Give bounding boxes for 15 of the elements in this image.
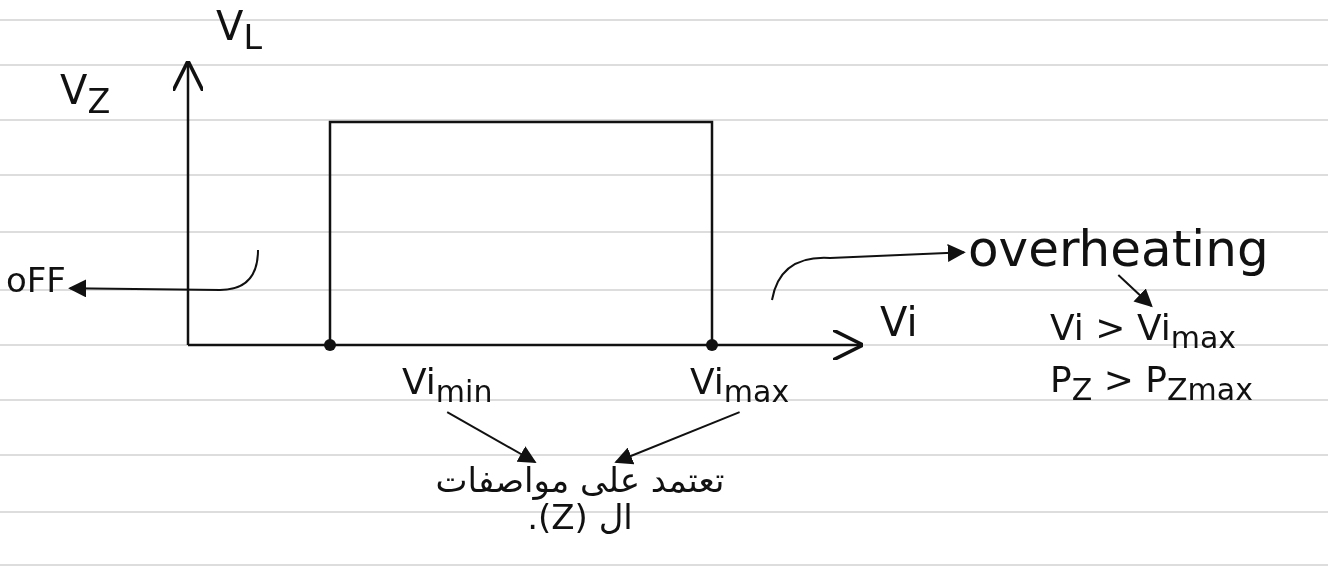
axis-label: V$_{Z}$ xyxy=(60,68,111,121)
arrow xyxy=(68,249,259,298)
inequality-text: Vi > Vi$_{max}$ xyxy=(1050,308,1238,355)
state-label: oFF xyxy=(6,262,66,300)
arrow xyxy=(1117,274,1153,308)
axis-label: Vi xyxy=(880,300,918,344)
arrow xyxy=(771,243,966,301)
condition-label: overheating xyxy=(968,222,1269,277)
arrow xyxy=(614,411,741,465)
inequality-text: P$_{Z}$ > P$_{Zmax}$ xyxy=(1050,360,1253,407)
point-label: Vi$_{max}$ xyxy=(690,362,790,409)
point-label: Vi$_{min}$ xyxy=(402,362,493,409)
note-text: تعتمد على مواصفات ال (Z). xyxy=(430,462,730,537)
arrow xyxy=(446,411,537,463)
axis-label: V$_{L}$ xyxy=(216,4,262,57)
